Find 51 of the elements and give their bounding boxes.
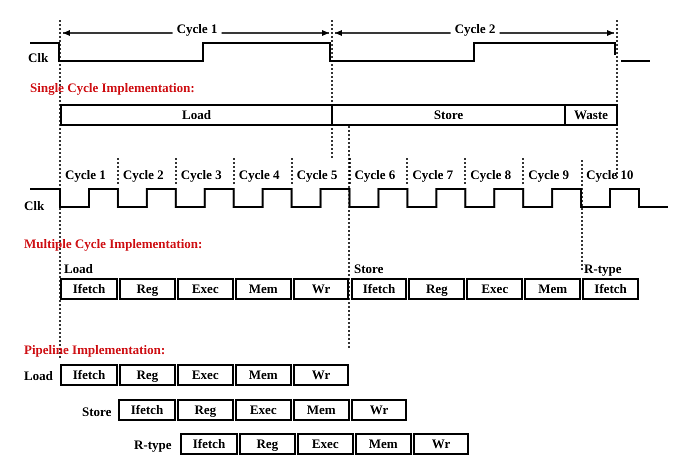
- cycle-label: Cycle 1: [172, 21, 222, 36]
- instruction-label: Store: [82, 404, 112, 419]
- stage-box: Reg: [118, 364, 176, 386]
- stage-box: Reg: [238, 433, 296, 455]
- stage-box: Ifetch: [582, 278, 639, 300]
- stage-box: Wr: [412, 433, 470, 455]
- section-heading: Multiple Cycle Implementation:: [24, 236, 202, 251]
- instruction-label: R-type: [584, 261, 622, 276]
- stage-box: Exec: [234, 399, 292, 421]
- instruction-bar: Store: [331, 104, 566, 126]
- stage-box: Ifetch: [60, 278, 118, 300]
- stage-box: Ifetch: [180, 433, 238, 455]
- cycle-label: Cycle 7: [412, 167, 454, 182]
- stage-box: Mem: [234, 278, 292, 300]
- stage-box: Ifetch: [350, 278, 408, 300]
- stage-box: Exec: [176, 278, 234, 300]
- clock-label: Clk: [24, 198, 44, 213]
- instruction-label: Store: [354, 261, 384, 276]
- stage-box: Ifetch: [60, 364, 118, 386]
- stage-box: Wr: [292, 278, 350, 300]
- cycle-label: Cycle 8: [470, 167, 512, 182]
- cycle-label: Cycle 2: [450, 21, 500, 36]
- stage-box: Reg: [176, 399, 234, 421]
- stage-box: Mem: [354, 433, 412, 455]
- cycle-label: Cycle 1: [65, 167, 106, 182]
- stage-box: Exec: [176, 364, 234, 386]
- instruction-label: Load: [64, 261, 93, 276]
- instruction-bar: Load: [60, 104, 333, 126]
- stage-box: Reg: [118, 278, 176, 300]
- stage-box: Exec: [296, 433, 354, 455]
- cycle-label: Cycle 5: [296, 167, 338, 182]
- stage-box: Exec: [466, 278, 524, 300]
- stage-box: Ifetch: [118, 399, 176, 421]
- stage-box: Mem: [234, 364, 292, 386]
- stage-box: Mem: [292, 399, 350, 421]
- stage-box: Wr: [292, 364, 350, 386]
- cycle-label: Cycle 6: [354, 167, 396, 182]
- cycle-label: Cycle 3: [180, 167, 222, 182]
- stage-box: Reg: [408, 278, 466, 300]
- instruction-label: Load: [24, 368, 53, 383]
- cycle-label: Cycle 10: [586, 167, 634, 182]
- cycle-label: Cycle 4: [238, 167, 280, 182]
- cycle-label: Cycle 9: [528, 167, 569, 182]
- clock-label: Clk: [28, 50, 48, 65]
- section-heading: Single Cycle Implementation:: [30, 80, 195, 95]
- stage-box: Wr: [350, 399, 408, 421]
- stage-box: Mem: [524, 278, 582, 300]
- cycle-label: Cycle 2: [122, 167, 164, 182]
- section-heading: Pipeline Implementation:: [24, 342, 166, 357]
- instruction-bar: Waste: [564, 104, 618, 126]
- instruction-label: R-type: [134, 437, 172, 452]
